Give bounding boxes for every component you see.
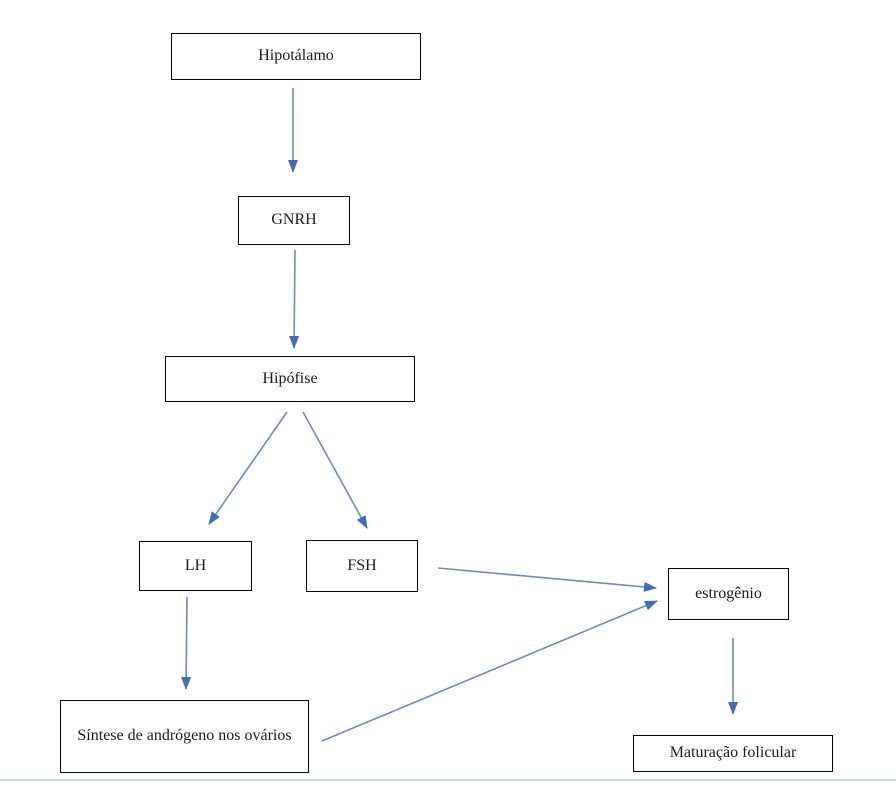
flow-node-label-estrogenio: estrogênio — [695, 584, 762, 602]
flow-node-label-maturacao: Maturação folicular — [669, 744, 797, 762]
flow-node-label-hipofise: Hipófise — [262, 369, 318, 387]
bottom-divider — [0, 779, 896, 781]
arrow-sintese-to-estrogenio — [321, 600, 658, 742]
flow-node-sintese: Síntese de andrógeno nos ovários — [60, 700, 309, 773]
flow-node-hipofise: Hipófise — [165, 356, 415, 402]
flow-node-label-lh: LH — [184, 556, 207, 574]
flow-node-label-hipotalamo: Hipotálamo — [258, 47, 334, 65]
flow-node-gnrh: GNRH — [238, 196, 350, 245]
flow-node-label-fsh: FSH — [347, 556, 377, 574]
flow-node-estrogenio: estrogênio — [668, 568, 789, 620]
arrow-fsh-to-estrogenio — [437, 567, 657, 592]
flow-node-label-sintese: Síntese de andrógeno nos ovários — [77, 727, 292, 745]
flow-node-maturacao: Maturação folicular — [633, 735, 833, 772]
arrow-lh-to-sintese — [181, 596, 192, 690]
arrow-gnrh-to-hipofise — [289, 249, 300, 349]
flow-node-lh: LH — [139, 541, 252, 591]
flow-node-fsh: FSH — [306, 540, 418, 592]
arrow-hipofise-to-fsh — [302, 411, 368, 529]
arrow-hipofise-to-lh — [208, 411, 288, 525]
flow-node-hipotalamo: Hipotálamo — [171, 33, 421, 80]
flow-node-label-gnrh: GNRH — [271, 211, 317, 229]
